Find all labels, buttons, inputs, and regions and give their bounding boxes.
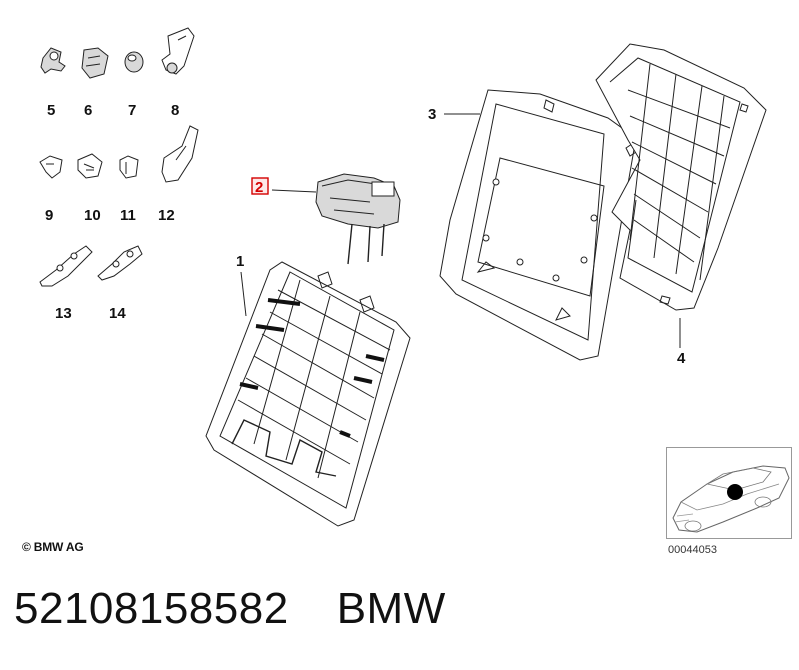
label-11: 11 xyxy=(120,207,136,224)
label-4: 4 xyxy=(677,350,686,367)
label-1: 1 xyxy=(236,253,244,270)
part-6-clip-nut xyxy=(81,47,109,79)
parts-diagram: 5 6 7 8 9 10 11 12 xyxy=(39,27,767,527)
part-7-cap xyxy=(124,51,144,73)
part-4-rear-panel xyxy=(595,43,767,311)
label-12: 12 xyxy=(158,207,175,224)
brand-name: BMW xyxy=(336,584,446,633)
label-3: 3 xyxy=(428,106,436,123)
part-11-clip xyxy=(119,155,139,179)
copyright-text: © BMW AG xyxy=(22,540,84,554)
car-location-inset xyxy=(666,447,792,539)
leader-2 xyxy=(271,189,317,193)
footer-caption: 52108158582 BMW xyxy=(14,584,446,634)
label-14: 14 xyxy=(109,305,126,322)
label-2: 2 xyxy=(255,179,263,196)
part-1-backrest-frame xyxy=(205,261,411,527)
label-13: 13 xyxy=(55,305,72,322)
label-5: 5 xyxy=(47,102,55,119)
location-marker xyxy=(727,484,743,500)
catalog-number: 00044053 xyxy=(668,544,717,556)
car-outline-icon xyxy=(672,465,790,533)
part-2-guide-unit xyxy=(315,173,401,265)
part-10-clip xyxy=(77,153,103,179)
part-9-clip xyxy=(39,155,63,179)
label-6: 6 xyxy=(84,102,92,119)
label-7: 7 xyxy=(128,102,136,119)
part-14-bracket xyxy=(97,245,143,281)
part-3-backrest-panel xyxy=(439,89,637,361)
label-8: 8 xyxy=(171,102,179,119)
label-10: 10 xyxy=(84,207,101,224)
part-13-bracket xyxy=(39,245,93,287)
part-number: 52108158582 xyxy=(14,584,289,633)
leader-1 xyxy=(240,271,247,317)
part-5-clip xyxy=(40,47,66,74)
part-8-bracket xyxy=(161,27,195,75)
part-12-cover xyxy=(161,125,199,183)
label-2-box xyxy=(251,177,269,195)
label-9: 9 xyxy=(45,207,53,224)
